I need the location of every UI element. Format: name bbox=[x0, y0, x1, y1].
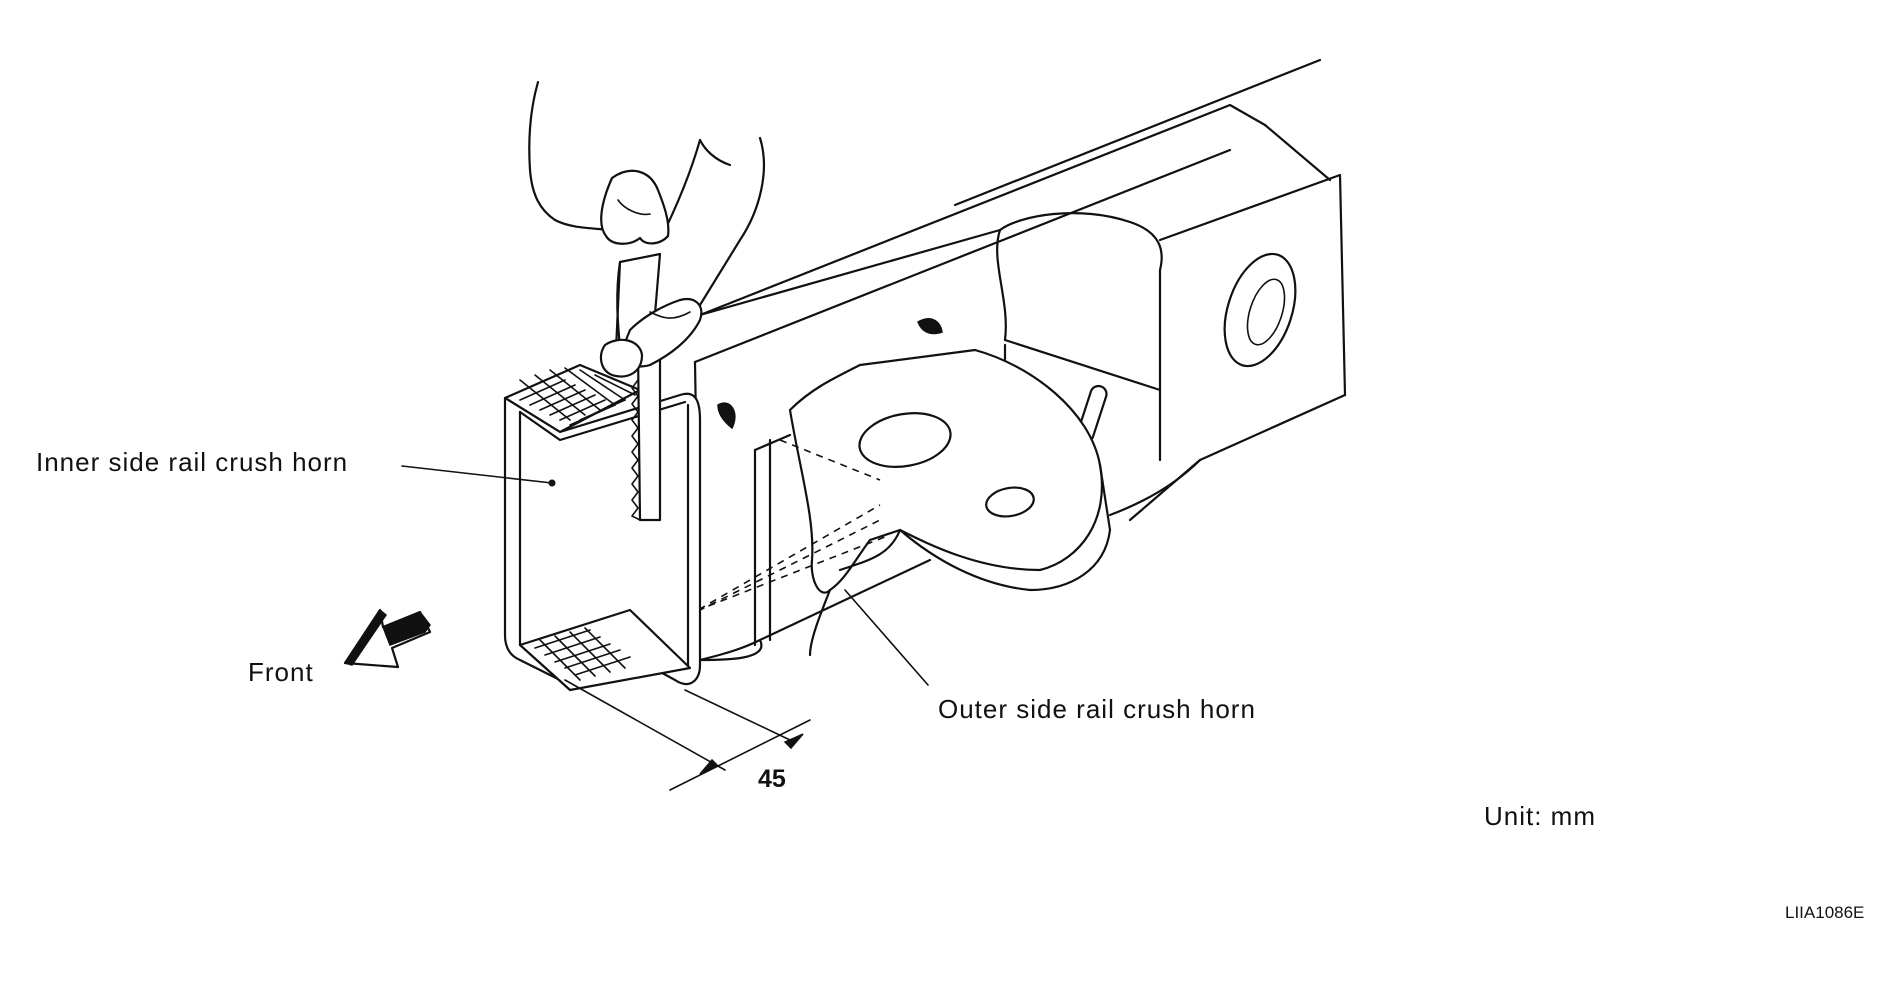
front-arrow-icon bbox=[343, 608, 432, 669]
outer-horn-label: Outer side rail crush horn bbox=[938, 694, 1256, 724]
unit-label: Unit: mm bbox=[1484, 801, 1596, 831]
inner-crush-horn-section bbox=[503, 363, 702, 692]
inner-horn-label: Inner side rail crush horn bbox=[36, 447, 349, 477]
figure-code: LIIA1086E bbox=[1785, 903, 1865, 922]
dimension-value: 45 bbox=[758, 765, 786, 793]
inner-horn-leader bbox=[401, 465, 553, 484]
outer-horn-leader bbox=[844, 589, 929, 686]
front-label: Front bbox=[248, 657, 314, 687]
outer-crush-horn-bracket bbox=[619, 348, 1112, 657]
hand-with-saw bbox=[528, 80, 766, 522]
dimension-45 bbox=[564, 679, 811, 791]
